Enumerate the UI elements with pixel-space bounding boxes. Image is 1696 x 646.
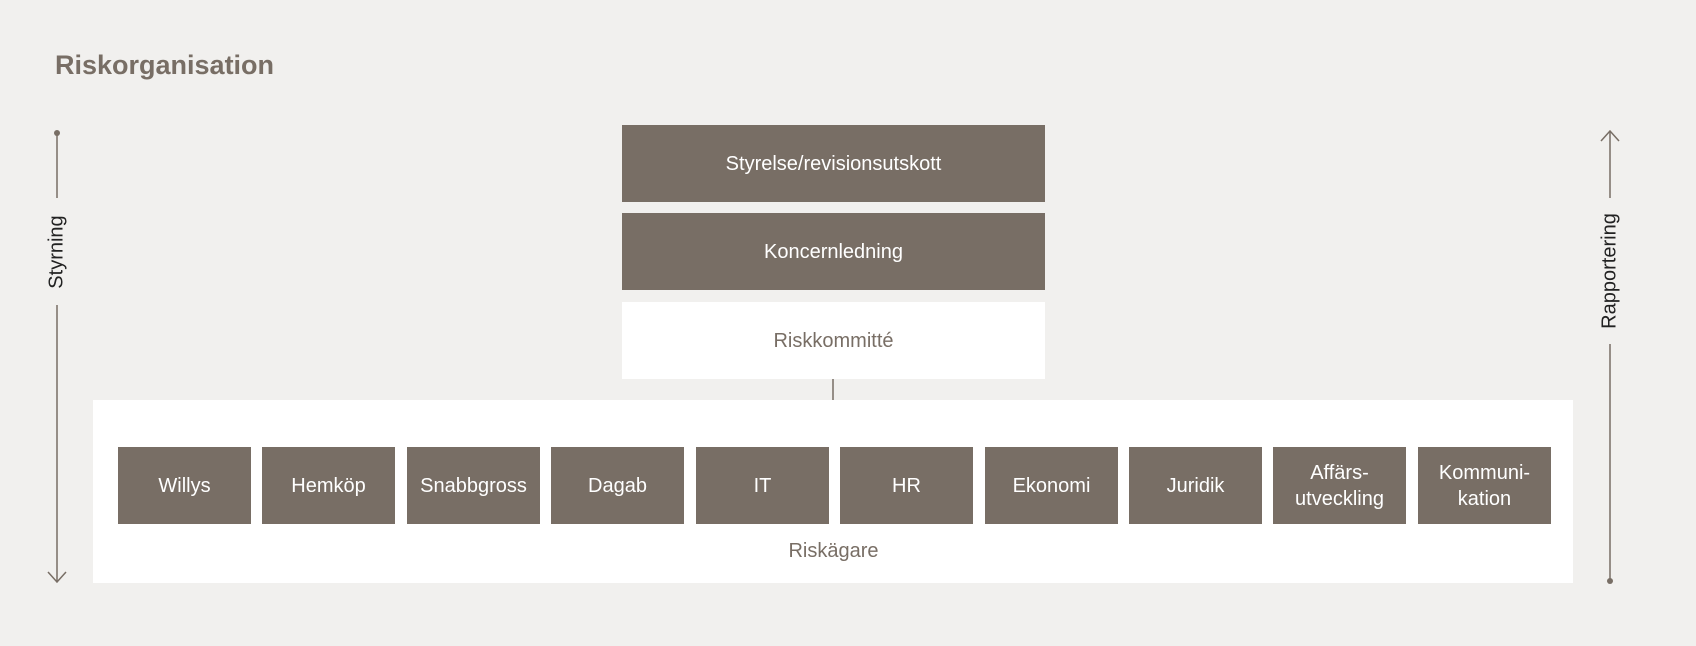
unit-label: Ekonomi (1012, 474, 1091, 497)
page-title: Riskorganisation (55, 50, 275, 80)
unit-box: Ekonomi (985, 447, 1118, 524)
unit-box: Kommuni- kation (1418, 447, 1551, 524)
unit-box: Snabbgross (407, 447, 540, 524)
unit-box: IT (696, 447, 829, 524)
risk-owners-label: Riskägare (788, 540, 879, 562)
right-axis-end-dot (1607, 578, 1613, 584)
board-box: Styrelse/revisionsutskott (622, 125, 1045, 202)
unit-box: Hemköp (262, 447, 395, 524)
unit-box: HR (840, 447, 973, 524)
unit-label: IT (753, 474, 772, 497)
unit-box: Affärs- utveckling (1273, 447, 1406, 524)
left-axis-arrowhead (47, 571, 67, 584)
unit-label: HR (892, 474, 921, 497)
unit-label: Juridik (1166, 474, 1225, 497)
unit-label: Kommuni- kation (1438, 461, 1531, 510)
committee-box: Riskkommitté (622, 302, 1045, 379)
right-axis-label: Rapportering (1598, 213, 1621, 329)
unit-box: Willys (118, 447, 251, 524)
unit-label: Dagab (588, 474, 647, 497)
left-axis-label: Styrning (45, 215, 68, 289)
unit-label: Snabbgross (420, 474, 527, 497)
unit-label: Affärs- utveckling (1295, 461, 1384, 510)
unit-box: Dagab (551, 447, 684, 524)
unit-label: Hemköp (291, 474, 366, 497)
unit-label: Willys (158, 474, 211, 497)
management-box: Koncernledning (622, 213, 1045, 290)
unit-box: Juridik (1129, 447, 1262, 524)
